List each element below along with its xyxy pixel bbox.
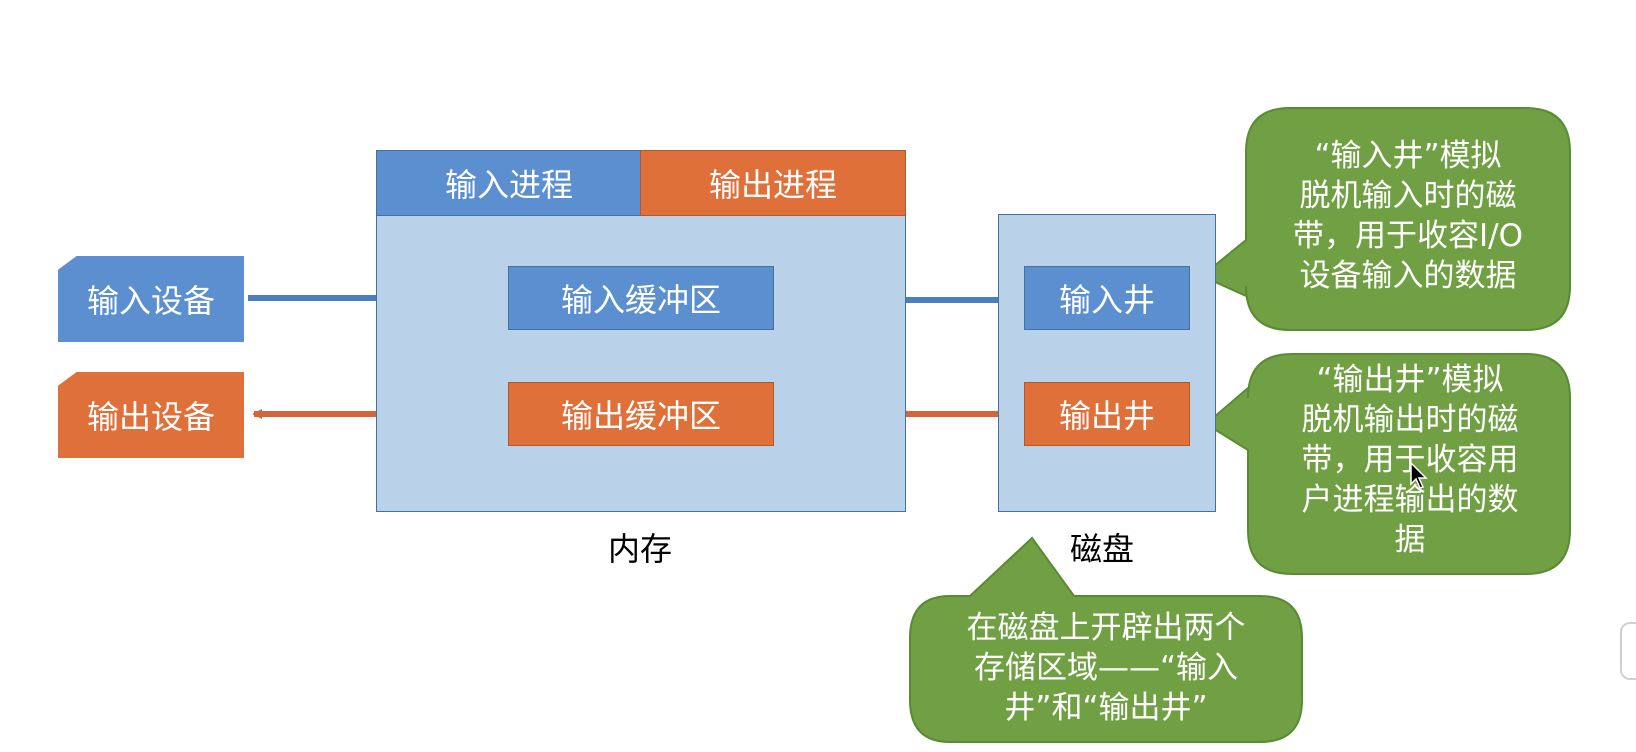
mouse-cursor-icon: [1410, 462, 1428, 489]
output-device-box: 输出设备: [58, 372, 244, 458]
output-well-note-line: 脱机输出时的磁: [1301, 402, 1519, 438]
disk-caption: 磁盘: [1070, 530, 1135, 568]
edge-scroll-handle[interactable]: [1620, 622, 1636, 680]
memory-region: [376, 214, 906, 512]
output-device-label: 输出设备: [86, 398, 215, 436]
output-buffer-box: 输出缓冲区: [508, 382, 774, 446]
output-well-note-line: 据: [1394, 522, 1426, 558]
disk-note-line: 井”和“输出井”: [1004, 690, 1208, 726]
output-well-callout-shape: [1204, 353, 1571, 575]
disk-callout-text: 在磁盘上开辟出两个 存储区域——“输入 井”和“输出井”: [912, 608, 1300, 728]
output-well-note-line: “输出井”模拟: [1316, 362, 1504, 398]
input-well-box: 输入井: [1024, 266, 1190, 330]
input-buffer-label: 输入缓冲区: [560, 281, 721, 319]
output-well-note-line: 带，用于收容用: [1301, 442, 1519, 478]
input-well-note-line: “输入井”模拟: [1314, 138, 1502, 174]
input-buffer-box: 输入缓冲区: [508, 266, 774, 330]
input-device-label: 输入设备: [86, 282, 215, 320]
output-buffer-label: 输出缓冲区: [560, 397, 721, 435]
output-well-callout-text: “输出井”模拟 脱机输出时的磁 带，用于收容用 户进程输出的数 据: [1252, 360, 1568, 560]
output-process-label: 输出进程: [708, 166, 837, 204]
input-well-callout-text: “输入井”模拟 脱机输入时的磁 带，用于收容I/O 设备输入的数据: [1250, 136, 1566, 296]
output-process-box: 输出进程: [640, 150, 906, 216]
memory-caption: 内存: [608, 530, 673, 568]
disk-callout-shape: [909, 536, 1303, 743]
disk-note-line: 存储区域——“输入: [973, 650, 1239, 686]
input-well-callout-shape: [1200, 107, 1571, 331]
disk-note-line: 在磁盘上开辟出两个: [966, 610, 1246, 646]
input-process-box: 输入进程: [376, 150, 642, 216]
input-well-note-line: 脱机输入时的磁: [1299, 178, 1517, 214]
output-well-label: 输出井: [1058, 397, 1155, 435]
input-well-label: 输入井: [1058, 281, 1155, 319]
output-well-note-line: 户进程输出的数: [1301, 482, 1519, 518]
input-well-note-line: 带，用于收容I/O: [1293, 218, 1523, 254]
output-well-box: 输出井: [1024, 382, 1190, 446]
input-device-box: 输入设备: [58, 256, 244, 342]
input-process-label: 输入进程: [444, 166, 573, 204]
disk-region: [998, 214, 1216, 512]
input-well-note-line: 设备输入的数据: [1299, 258, 1517, 294]
